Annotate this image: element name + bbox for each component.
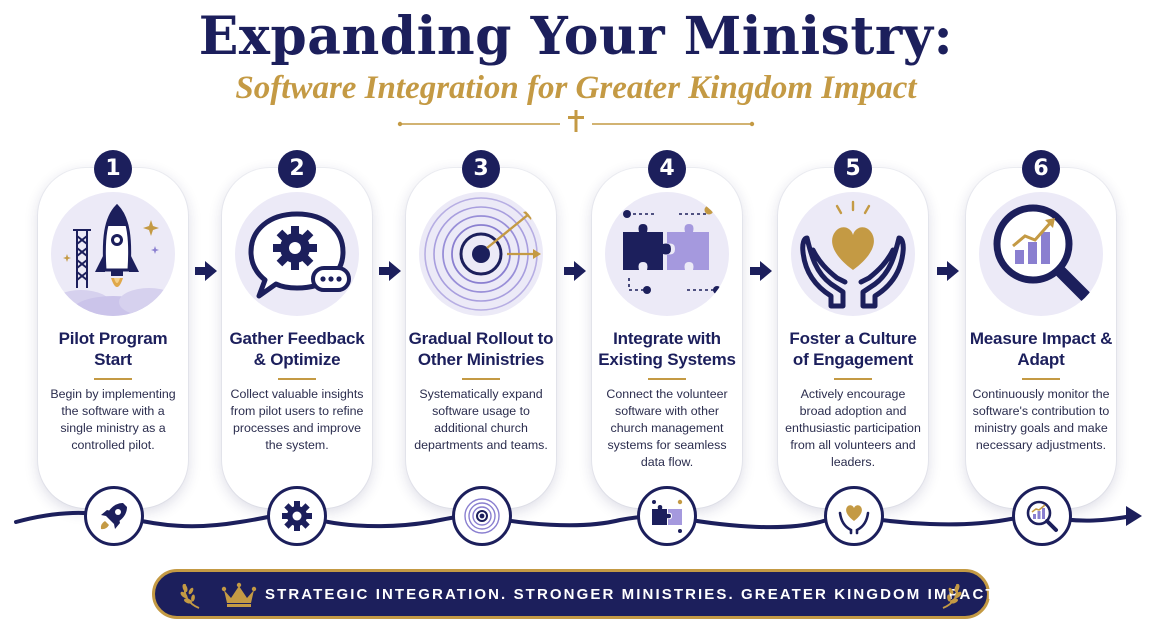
target-icon <box>424 197 541 311</box>
step-card-6: Measure Impact & Adapt Continuously moni… <box>966 168 1116 508</box>
arrow-right-icon <box>750 261 772 281</box>
step-card-5: Foster a Culture of Engagement Actively … <box>778 168 928 508</box>
timeline-node-1 <box>84 486 144 546</box>
integration-illustration <box>605 192 729 316</box>
puzzle-icon <box>623 205 721 294</box>
puzzle-icon <box>652 499 683 533</box>
step-card-3: Gradual Rollout to Other Ministries Syst… <box>406 168 556 508</box>
arrow-right-icon <box>379 261 401 281</box>
title-rule <box>834 378 872 380</box>
target-illustration <box>419 192 543 316</box>
timeline-wave <box>14 506 1142 530</box>
title-rule <box>1022 378 1060 380</box>
heart-hands-icon <box>800 200 906 309</box>
step-description: Begin by implementing the software with … <box>50 387 176 452</box>
step-description: Collect valuable insights from pilot use… <box>230 387 364 452</box>
title-rule <box>94 378 132 380</box>
title-rule <box>462 378 500 380</box>
step-number-badge: 3 <box>462 150 500 188</box>
step-number-badge: 4 <box>648 150 686 188</box>
laurel-left-icon <box>180 583 200 609</box>
step-description: Actively encourage broad adoption and en… <box>785 387 921 469</box>
page-subtitle: Software Integration for Greater Kingdom… <box>235 70 917 106</box>
page-title: Expanding Your Ministry: <box>198 6 954 67</box>
target-icon <box>464 498 500 534</box>
banner-tagline: STRATEGIC INTEGRATION. STRONGER MINISTRI… <box>265 586 1002 603</box>
measure-illustration <box>979 192 1103 316</box>
step-description: Connect the volunteer software with othe… <box>606 387 728 469</box>
title-rule <box>278 378 316 380</box>
rocket-icon <box>51 203 175 316</box>
arrow-right-icon <box>195 261 217 281</box>
step-card-1: Pilot Program Start Begin by implementin… <box>38 168 188 508</box>
gear-icon <box>282 501 312 531</box>
step-title: Measure Impact & Adapt <box>969 329 1113 369</box>
step-number-badge: 5 <box>834 150 872 188</box>
step-title: Pilot Program Start <box>58 329 168 369</box>
heart-hands-icon <box>838 505 870 535</box>
step-title: Gradual Rollout to Other Ministries <box>408 329 554 369</box>
timeline-node-3 <box>452 486 512 546</box>
cross-divider <box>397 110 755 132</box>
step-card-4: Integrate with Existing Systems Connect … <box>592 168 742 508</box>
rocket-illustration <box>51 192 175 316</box>
step-card-2: Gather Feedback & Optimize Collect valua… <box>222 168 372 508</box>
step-title: Foster a Culture of Engagement <box>789 329 917 369</box>
arrow-right-icon <box>937 261 959 281</box>
magnifier-chart-icon <box>993 204 1093 304</box>
crown-icon <box>221 582 257 607</box>
step-title: Integrate with Existing Systems <box>598 329 736 369</box>
feedback-illustration <box>235 192 359 316</box>
timeline-node-2 <box>267 486 327 546</box>
footer-banner: STRATEGIC INTEGRATION. STRONGER MINISTRI… <box>152 569 1002 619</box>
step-description: Continuously monitor the software's cont… <box>972 387 1110 452</box>
step-title: Gather Feedback & Optimize <box>229 329 365 369</box>
engagement-illustration <box>791 192 915 316</box>
timeline-node-5 <box>824 486 884 546</box>
timeline-arrowhead <box>1126 506 1142 526</box>
cross-icon <box>568 110 584 132</box>
timeline-node-6 <box>1012 486 1072 546</box>
chat-gear-icon <box>248 211 351 299</box>
magnifier-chart-icon <box>1026 500 1058 532</box>
step-number-badge: 1 <box>94 150 132 188</box>
timeline-node-4 <box>637 486 697 546</box>
rocket-icon <box>100 503 127 530</box>
step-number-badge: 2 <box>278 150 316 188</box>
step-description: Systematically expand software usage to … <box>414 387 548 452</box>
arrow-right-icon <box>564 261 586 281</box>
laurel-right-icon <box>942 583 962 609</box>
step-number-badge: 6 <box>1022 150 1060 188</box>
title-rule <box>648 378 686 380</box>
